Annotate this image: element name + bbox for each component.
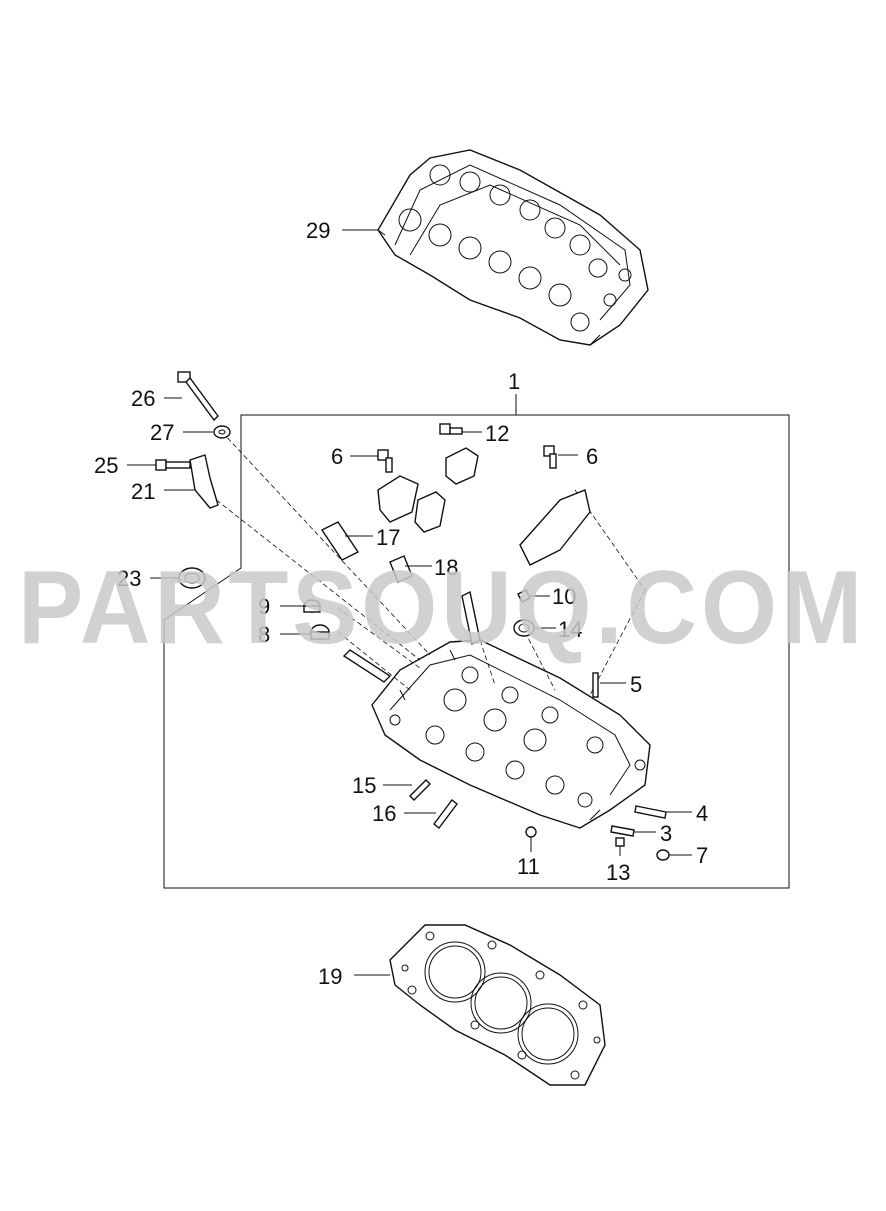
callout-12: 12 — [485, 421, 509, 446]
cap-bolt-12-drawing — [439, 423, 463, 435]
nut-13-drawing — [615, 837, 625, 847]
callout-1: 1 — [508, 369, 520, 394]
stud-drawing — [461, 590, 481, 646]
callout-11: 11 — [517, 854, 540, 879]
plug-14-drawing — [513, 619, 535, 637]
camshaft-bearing-cap-bolt-left — [377, 449, 393, 473]
callout-6-left: 6 — [331, 444, 343, 469]
callout-4: 4 — [696, 801, 708, 826]
callout-18: 18 — [434, 555, 458, 580]
callout-3: 3 — [660, 821, 672, 846]
watermark-text: PARTSOUQ.COM — [18, 550, 866, 666]
callout-5: 5 — [630, 672, 642, 697]
dowel-pin-drawing — [342, 649, 392, 683]
oil-seal-drawing — [178, 567, 206, 589]
cylinder-head-drawing — [371, 639, 651, 829]
stud-4-drawing — [634, 805, 667, 819]
camshaft-front-cap-drawing — [519, 489, 591, 566]
callout-6-right: 6 — [586, 444, 598, 469]
callout-26: 26 — [131, 386, 155, 411]
callout-14: 14 — [558, 617, 582, 642]
stud-5-drawing — [592, 672, 599, 698]
callout-27: 27 — [150, 420, 174, 445]
valve-guide-drawing — [320, 521, 360, 561]
callout-8: 8 — [258, 622, 270, 647]
valve-seat-8-drawing — [310, 624, 330, 640]
washer-drawing — [213, 425, 231, 439]
valve-seat-9-drawing — [303, 599, 321, 613]
plug-7-drawing — [656, 849, 670, 861]
head-bolt-drawing — [177, 371, 219, 422]
callout-25: 25 — [94, 453, 118, 478]
assembly-group-frame — [163, 414, 790, 889]
pin-10-drawing — [517, 589, 531, 603]
callout-9: 9 — [258, 594, 270, 619]
callout-15: 15 — [352, 773, 376, 798]
head-gasket-drawing — [389, 924, 606, 1086]
camshaft-bearing-cap-bolt-right — [543, 445, 557, 469]
ball-plug-11-drawing — [525, 826, 537, 838]
callout-13: 13 — [606, 860, 630, 885]
bracket-bolt-drawing — [155, 459, 191, 471]
stud-3-drawing — [610, 825, 635, 837]
callout-16: 16 — [372, 801, 396, 826]
sleeve-drawing — [389, 555, 413, 583]
callout-19: 19 — [318, 964, 342, 989]
callout-7: 7 — [696, 843, 708, 868]
callout-21: 21 — [131, 479, 155, 504]
callout-10: 10 — [552, 584, 576, 609]
callout-29: 29 — [306, 218, 330, 243]
stud-15-drawing — [409, 779, 431, 801]
camshaft-bearing-caps-left — [377, 447, 479, 533]
cylinder-head-assembly-drawing — [377, 149, 649, 346]
callout-23: 23 — [117, 566, 141, 591]
stud-16-drawing — [433, 799, 458, 829]
engine-hanger-bracket-drawing — [189, 454, 219, 509]
callout-17: 17 — [376, 525, 400, 550]
